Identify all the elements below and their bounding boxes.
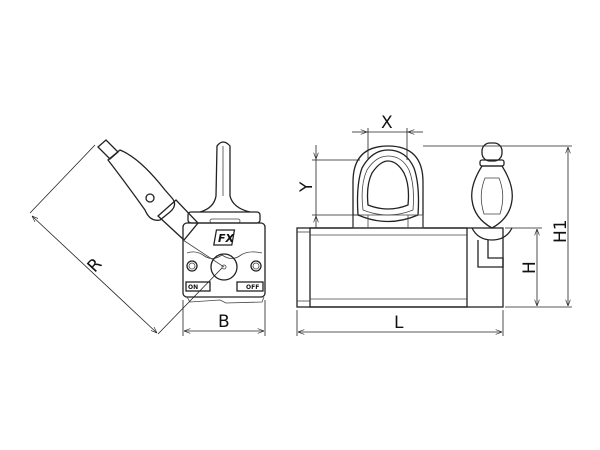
dimension-h-label: H	[520, 261, 540, 274]
dimension-r-label: R	[84, 254, 107, 276]
bolt-left	[186, 260, 198, 272]
dimension-x: X	[352, 113, 423, 160]
dimension-b-label: B	[218, 312, 230, 332]
front-view	[296, 142, 513, 308]
top-plate	[187, 211, 261, 224]
dimension-h1: H1	[423, 145, 572, 306]
lifting-fin	[199, 141, 251, 213]
bolt-right	[250, 260, 262, 272]
dimension-h1-label: H1	[551, 219, 571, 243]
lever-handle	[97, 139, 225, 268]
dimension-y: Y	[297, 145, 360, 228]
magnet-body	[182, 222, 266, 298]
dimension-x-label: X	[381, 113, 393, 133]
dimension-h: H	[505, 227, 572, 308]
label-off: OFF	[246, 284, 259, 291]
dimension-l-label: L	[394, 313, 404, 333]
dimension-y-label: Y	[297, 181, 317, 193]
logo-fx: FX	[218, 232, 235, 245]
dimension-l: L	[296, 310, 504, 336]
pivot-disc	[210, 253, 238, 281]
dimension-r: R	[29, 144, 223, 335]
lifting-eye	[352, 145, 424, 229]
magnet-body-front	[296, 227, 504, 308]
side-view: FX ON OFF	[97, 139, 266, 304]
label-on: ON	[188, 284, 198, 291]
lever-handle-front	[471, 142, 513, 268]
dimension-b: B	[182, 300, 266, 336]
